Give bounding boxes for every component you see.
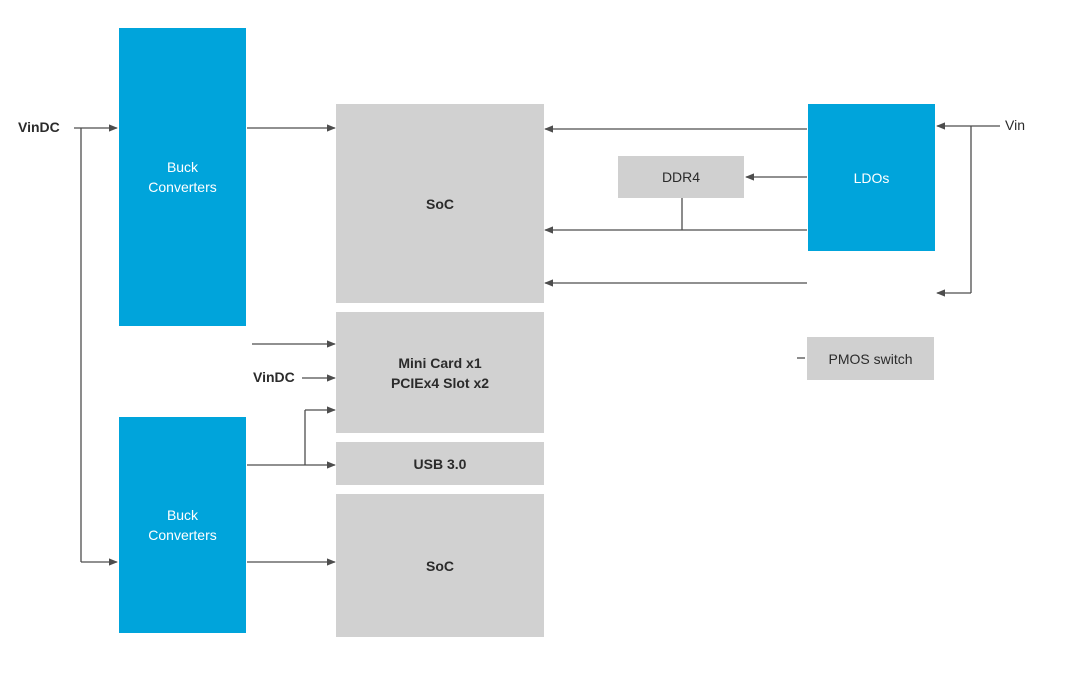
- vindc-mid-label: VinDC: [253, 369, 295, 385]
- buck-top-line1: Buck: [166, 159, 199, 175]
- minicard-line2: PCIEx4 Slot x2: [390, 374, 490, 391]
- buck-converters-top: Buck Converters: [119, 28, 246, 326]
- ldos-block: LDOs: [808, 104, 935, 251]
- soc-bottom-label: SoC: [426, 557, 454, 574]
- ddr4-block: DDR4: [618, 156, 744, 198]
- usb-block: USB 3.0: [336, 442, 544, 485]
- vindc-left-label: VinDC: [18, 119, 60, 135]
- buck-bottom-line1: Buck: [166, 507, 199, 523]
- soc-bottom-block: SoC: [336, 494, 544, 637]
- soc-top-label: SoC: [426, 195, 454, 212]
- vin-right-label: Vin: [1005, 117, 1025, 133]
- usb-label: USB 3.0: [413, 455, 467, 472]
- buck-converters-bottom: Buck Converters: [119, 417, 246, 633]
- pmos-label: PMOS switch: [828, 350, 913, 367]
- ddr4-label: DDR4: [661, 169, 701, 185]
- minicard-line1: Mini Card x1: [398, 354, 482, 371]
- buck-top-line2: Converters: [148, 179, 217, 195]
- soc-top-block: SoC: [336, 104, 544, 303]
- minicard-block: Mini Card x1 PCIEx4 Slot x2: [336, 312, 544, 433]
- ldos-label: LDOs: [853, 169, 890, 186]
- pmos-switch-block: PMOS switch: [807, 337, 934, 380]
- buck-bottom-line2: Converters: [148, 527, 217, 543]
